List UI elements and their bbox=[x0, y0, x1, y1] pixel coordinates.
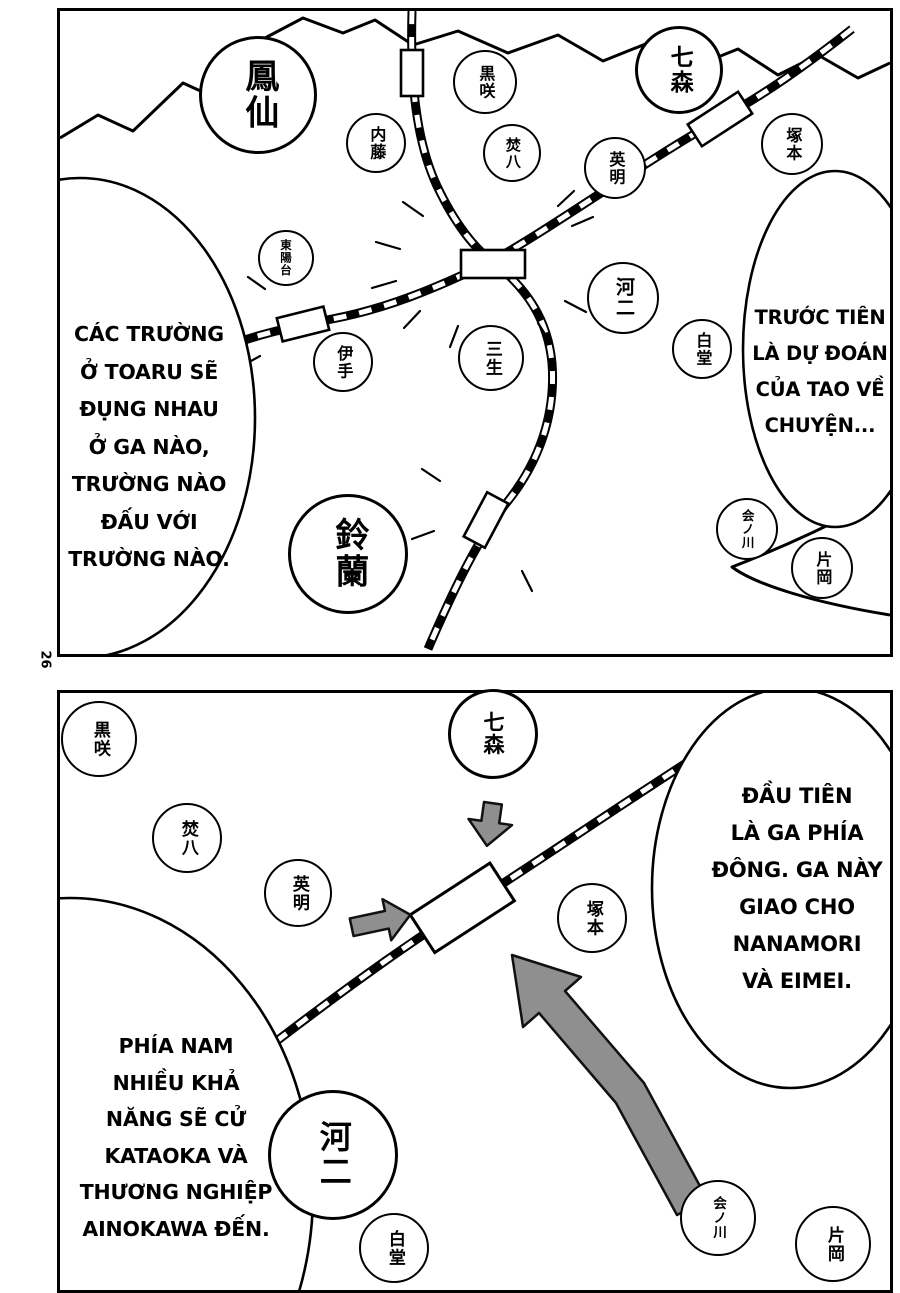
speech-text-panel1-right: TRƯỚC TIÊN LÀ DỰ ĐOÁN CỦA TAO VỀ CHUYỆN.… bbox=[752, 306, 888, 437]
station-marker-junction bbox=[459, 248, 527, 280]
speech-text-panel2-right: ĐẦU TIÊN LÀ GA PHÍA ĐÔNG. GA NÀY GIAO CH… bbox=[711, 784, 883, 993]
school-node-nanamori: 七森 bbox=[635, 26, 723, 114]
railway-line-northeast bbox=[490, 27, 854, 264]
station-marker bbox=[461, 490, 511, 550]
panel1-map bbox=[60, 11, 890, 654]
school-node-kurosaki-2: 黒咲 bbox=[61, 701, 137, 777]
school-node-takibachi: 焚八 bbox=[483, 124, 541, 182]
school-node-hakudo-2: 白堂 bbox=[359, 1213, 429, 1283]
page-number: 26 bbox=[37, 650, 53, 669]
school-node-kurosaki: 黒咲 bbox=[453, 50, 517, 114]
speech-text-panel2-left: PHÍA NAM NHIỀU KHẢ NĂNG SẼ CỬ KATAOKA VÀ… bbox=[79, 1034, 273, 1241]
school-node-eimei: 英明 bbox=[584, 137, 646, 199]
railway-line-south bbox=[425, 259, 556, 650]
station-marker bbox=[275, 304, 331, 344]
panel2-map bbox=[60, 693, 890, 1290]
school-node-nanamori-2: 七森 bbox=[448, 689, 538, 779]
school-node-ide: 伊手 bbox=[313, 332, 373, 392]
school-node-mitsuse: 三生 bbox=[458, 325, 524, 391]
panel-1 bbox=[57, 8, 893, 657]
school-node-tsukamoto: 塚本 bbox=[761, 113, 823, 175]
speech-text-panel1-left: CÁC TRƯỜNG Ở TOARU SẼ ĐỤNG NHAU Ở GA NÀO… bbox=[68, 322, 230, 571]
school-node-takibachi-2: 焚八 bbox=[152, 803, 222, 873]
school-node-kawani: 河二 bbox=[587, 262, 659, 334]
school-node-ainokawa-2: 会ノ川 bbox=[680, 1180, 756, 1256]
railway-line-north bbox=[407, 11, 495, 265]
station-marker-east bbox=[408, 861, 517, 955]
mountain-ridge bbox=[60, 16, 890, 140]
school-node-kataoka-2: 片岡 bbox=[795, 1206, 871, 1282]
panel-2 bbox=[57, 690, 893, 1293]
railway-line-west bbox=[241, 258, 494, 344]
school-node-suzuran: 鈴蘭 bbox=[288, 494, 408, 614]
speech-bubble-left bbox=[60, 176, 257, 654]
school-node-ainokawa: 会ノ川 bbox=[716, 498, 778, 560]
school-node-hakudo: 白堂 bbox=[672, 319, 732, 379]
school-node-kawani-2: 河二 bbox=[268, 1090, 398, 1220]
station-marker bbox=[685, 89, 755, 149]
arrow-down-icon bbox=[467, 800, 514, 848]
school-node-hosen: 鳳仙 bbox=[199, 36, 317, 154]
arrow-big-up-left-icon bbox=[510, 953, 709, 1217]
station-marker bbox=[399, 48, 425, 98]
school-node-toyodai: 東陽台 bbox=[258, 230, 314, 286]
school-node-kataoka: 片岡 bbox=[791, 537, 853, 599]
school-node-eimei-2: 英明 bbox=[264, 859, 332, 927]
speech-bubble-right bbox=[741, 169, 890, 529]
school-node-naito: 内藤 bbox=[346, 113, 406, 173]
school-node-tsukamoto-2: 塚本 bbox=[557, 883, 627, 953]
speech-bubble-right bbox=[650, 693, 890, 1090]
arrow-right-icon bbox=[348, 897, 412, 942]
